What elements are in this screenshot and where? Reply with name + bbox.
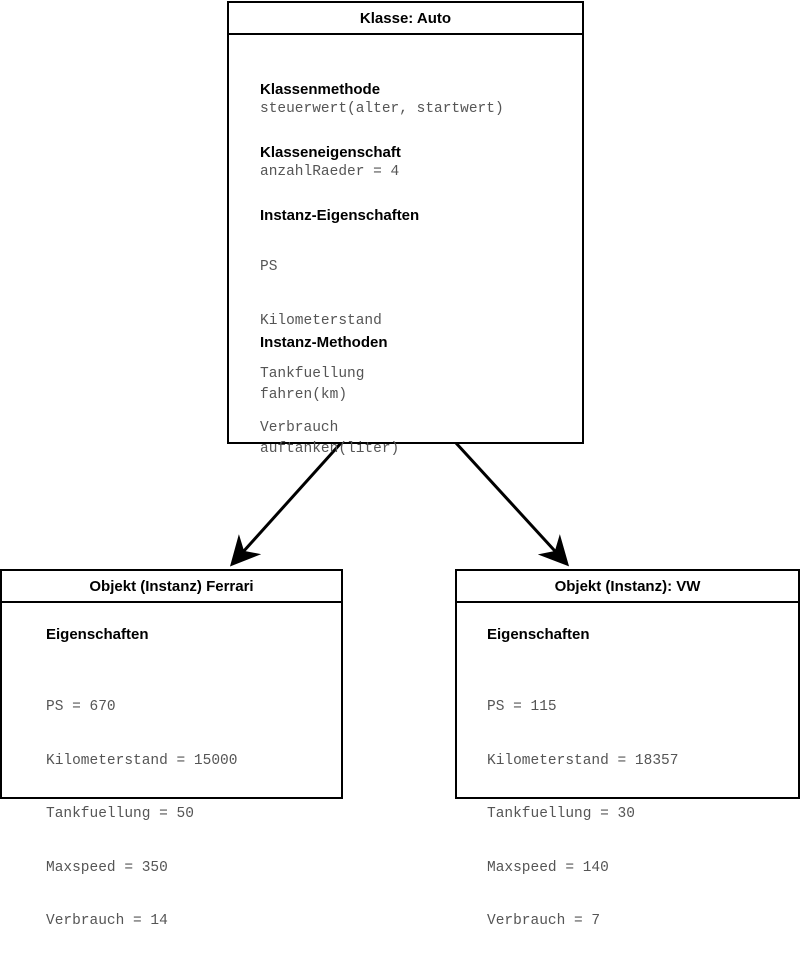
instance-method: auftanken(liter) (260, 440, 400, 457)
vw-property: Kilometerstand = 18357 (487, 752, 679, 769)
instance-properties-list: PS Kilometerstand Tankfuellung Verbrauch (260, 225, 382, 471)
class-property-heading: Klasseneigenschaft (260, 144, 401, 161)
vw-properties-heading: Eigenschaften (487, 626, 590, 643)
vw-property: Verbrauch = 7 (487, 913, 601, 929)
class-box-title: Klasse: Auto (229, 3, 582, 35)
vw-box-title: Objekt (Instanz): VW (457, 571, 798, 603)
arrow-to-vw (454, 441, 570, 567)
vw-property: Tankfuellung = 30 (487, 806, 635, 822)
ferrari-properties-list: PS = 670 Kilometerstand = 15000 Tankfuel… (46, 665, 237, 965)
class-method: steuerwert(alter, startwert) (260, 101, 504, 117)
instance-property: Tankfuellung (260, 366, 365, 382)
instance-property: PS (260, 259, 278, 275)
instance-property: Verbrauch (260, 419, 339, 436)
vw-property: PS = 115 (487, 699, 557, 715)
ferrari-property: Kilometerstand = 15000 (46, 752, 238, 769)
ferrari-properties-heading: Eigenschaften (46, 626, 149, 643)
instance-properties-heading: Instanz-Eigenschaften (260, 207, 420, 224)
vw-property: Maxspeed = 140 (487, 859, 609, 876)
vw-object-box: Objekt (Instanz): VW Eigenschaften PS = … (455, 569, 800, 929)
instance-methods-heading: Instanz-Methoden (260, 334, 388, 351)
instance-property: Kilometerstand (260, 312, 382, 329)
ferrari-property: Verbrauch = 14 (46, 913, 168, 929)
ferrari-property: Tankfuellung = 50 (46, 806, 194, 822)
class-method-heading: Klassenmethode (260, 81, 381, 98)
ferrari-property: Maxspeed = 350 (46, 859, 168, 876)
arrows (229, 441, 570, 567)
ferrari-object-box: Objekt (Instanz) Ferrari Eigenschaften P… (0, 569, 343, 929)
ferrari-property: PS = 670 (46, 699, 116, 715)
class-property: anzahlRaeder = 4 (260, 164, 400, 180)
ferrari-box-title: Objekt (Instanz) Ferrari (2, 571, 341, 603)
arrow-to-ferrari (229, 441, 343, 567)
vw-properties-list: PS = 115 Kilometerstand = 18357 Tankfuel… (487, 665, 678, 965)
instance-method: fahren(km) (260, 387, 348, 403)
class-box: Klasse: Auto Klassenmethode steuerwert(a… (227, 1, 584, 457)
instance-methods-list: fahren(km) auftanken(liter) (260, 353, 399, 492)
